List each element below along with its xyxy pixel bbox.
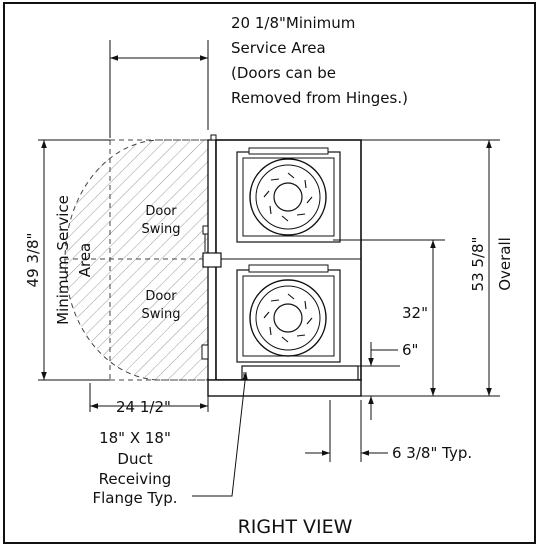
overall-caption: Overall: [496, 237, 514, 291]
drawing-border: [3, 2, 536, 544]
dim-6-3-8-label: 6 3/8" Typ.: [392, 444, 472, 462]
width-label-1: 20 1/8"Minimum: [231, 14, 355, 32]
bottom-fan: [236, 264, 341, 363]
door-swing-top-1: Door: [145, 204, 177, 219]
door-swing-top-2: Swing: [142, 222, 181, 237]
duct-label-3: Receiving: [99, 470, 172, 488]
dimension-6: [356, 342, 400, 420]
width-label-2: Service Area: [231, 39, 326, 57]
door-swing-bottom-1: Door: [145, 289, 177, 304]
duct-label-2: Duct: [117, 450, 152, 468]
duct-label-4: Flange Typ.: [92, 489, 177, 507]
dimension-minimum-service-height: [38, 139, 110, 381]
height-caption-2: Area: [76, 243, 94, 278]
dim-6-label: 6": [402, 341, 418, 359]
width-label-4: Removed from Hinges.): [231, 89, 408, 107]
door-swing-area: [64, 139, 208, 381]
dimension-32: [333, 239, 445, 396]
overall-value: 53 5/8": [469, 237, 487, 292]
height-caption-1: Minimum Service: [54, 195, 72, 325]
height-value: 49 3/8": [24, 233, 42, 288]
top-fan: [236, 147, 341, 243]
dimension-6-3-8: [305, 400, 388, 462]
dim-32-label: 32": [402, 304, 428, 322]
duct-label-1: 18" X 18": [99, 429, 171, 447]
duct-flange-leader: [192, 371, 248, 497]
dimension-minimum-service-width: [109, 40, 209, 138]
view-title: RIGHT VIEW: [238, 516, 353, 538]
width-label-3: (Doors can be: [231, 64, 336, 82]
dimension-24-half: [89, 383, 209, 412]
dim-24-label: 24 1/2": [116, 398, 171, 416]
door-swing-bottom-2: Swing: [142, 307, 181, 322]
dimension-overall-height: [361, 139, 500, 397]
